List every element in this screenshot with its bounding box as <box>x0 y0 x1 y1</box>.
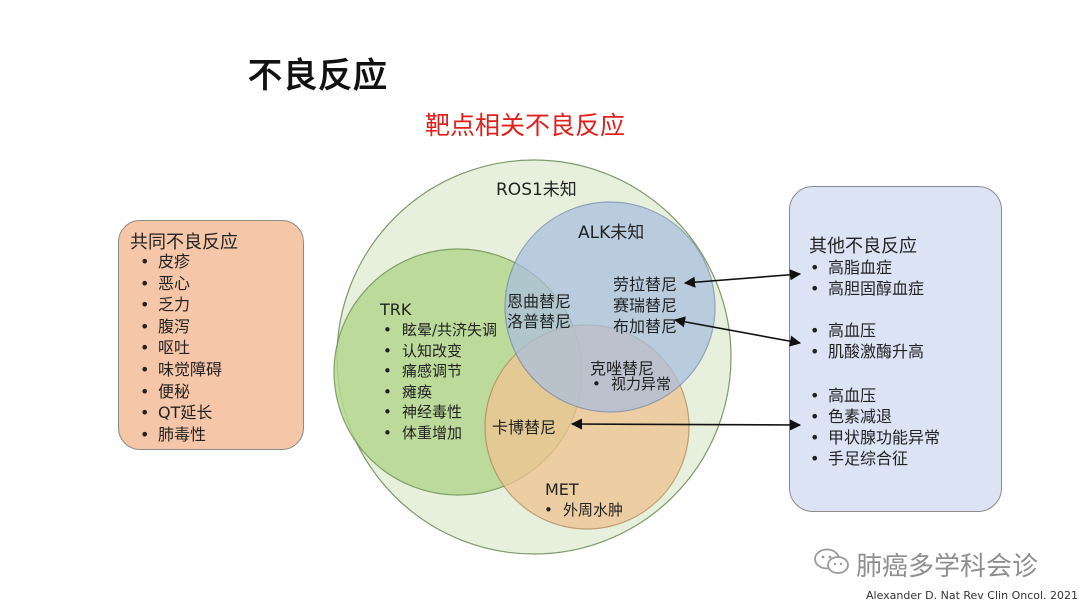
trk-alk-drug: 恩曲替尼 <box>507 292 572 311</box>
common-item: 呕吐 <box>130 337 222 359</box>
trk-item: 认知改变 <box>376 341 497 362</box>
other-item: 色素减退 <box>800 406 940 427</box>
other-group-2: 高血压 肌酸激酶升高 <box>800 320 924 362</box>
arrow-alk-group2 <box>673 316 802 347</box>
other-item: 高血压 <box>800 385 940 406</box>
trk-list: 眩晕/共济失调 认知改变 痛感调节 瘫痪 神经毒性 体重增加 <box>376 320 497 443</box>
common-item: 便秘 <box>130 381 222 403</box>
common-item: 乏力 <box>130 294 222 316</box>
trk-alk-drugs: 恩曲替尼 洛普替尼 <box>507 292 571 332</box>
other-item: 手足综合征 <box>800 448 940 469</box>
alk-label: ALK未知 <box>578 223 645 243</box>
trk-title: TRK <box>380 300 412 319</box>
other-group-3: 高血压 色素减退 甲状腺功能异常 手足综合征 <box>800 385 940 469</box>
alk-drug: 布加替尼 <box>613 317 678 336</box>
ros1-label: ROS1未知 <box>496 180 577 200</box>
other-item: 高血压 <box>800 320 924 341</box>
common-item: QT延长 <box>130 402 222 424</box>
alk-drug: 赛瑞替尼 <box>613 296 678 315</box>
trk-item: 体重增加 <box>376 423 497 444</box>
citation: Alexander D. Nat Rev Clin Oncol. 2021 <box>866 589 1079 602</box>
other-item: 甲状腺功能异常 <box>800 427 940 448</box>
other-reactions-title: 其他不良反应 <box>809 236 917 257</box>
common-item: 腹泻 <box>130 316 222 338</box>
arrow-alk-group1 <box>683 269 802 288</box>
wechat-icon <box>814 548 849 574</box>
other-group-1: 高脂血症 高胆固醇血症 <box>800 257 924 299</box>
alk-circle <box>504 201 716 413</box>
alk-met-item: 视力异常 <box>585 374 671 395</box>
trk-item: 眩晕/共济失调 <box>376 320 497 341</box>
trk-met-drug: 卡博替尼 <box>492 418 557 437</box>
met-title: MET <box>545 480 579 499</box>
common-item: 皮疹 <box>130 251 222 273</box>
common-item: 恶心 <box>130 273 222 295</box>
other-item: 高脂血症 <box>800 257 924 278</box>
common-item: 味觉障碍 <box>130 359 222 381</box>
watermark-text: 肺癌多学科会诊 <box>856 552 1039 582</box>
alk-drugs: 劳拉替尼 赛瑞替尼 布加替尼 <box>613 274 677 337</box>
trk-item: 痛感调节 <box>376 361 497 382</box>
other-item: 肌酸激酶升高 <box>800 341 924 362</box>
common-reactions-title: 共同不良反应 <box>130 232 238 253</box>
slide-subtitle: 靶点相关不良反应 <box>425 111 626 140</box>
arrow-met-group3 <box>570 418 802 431</box>
trk-alk-drug: 洛普替尼 <box>507 312 572 331</box>
trk-item: 神经毒性 <box>376 402 497 423</box>
other-item: 高胆固醇血症 <box>800 278 924 299</box>
alk-drug: 劳拉替尼 <box>613 275 678 294</box>
alk-met-list: 视力异常 <box>585 374 671 395</box>
met-list: 外周水肿 <box>537 500 623 521</box>
met-item: 外周水肿 <box>537 500 623 521</box>
common-reactions-list: 皮疹 恶心 乏力 腹泻 呕吐 味觉障碍 便秘 QT延长 肺毒性 <box>130 251 222 445</box>
slide-title: 不良反应 <box>248 56 388 96</box>
trk-item: 瘫痪 <box>376 382 497 403</box>
common-item: 肺毒性 <box>130 424 222 446</box>
